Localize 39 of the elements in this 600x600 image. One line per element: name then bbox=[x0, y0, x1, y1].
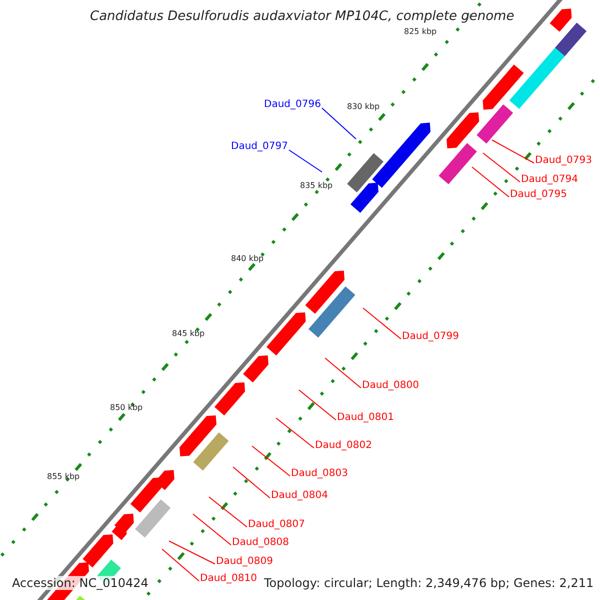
leader-line bbox=[232, 466, 270, 498]
leader-line bbox=[208, 496, 248, 528]
genome-info: Topology: circular; Length: 2,349,476 bp; Genes: 2,211 bbox=[262, 576, 596, 590]
tick-label: 845 kbp bbox=[172, 330, 205, 338]
leader-line bbox=[472, 166, 510, 198]
leader-line bbox=[276, 418, 314, 448]
tick-label: 830 kbp bbox=[347, 103, 380, 111]
tick-label: 840 kbp bbox=[231, 255, 264, 263]
leader-line bbox=[298, 390, 336, 420]
tick-label: 855 kbp bbox=[47, 473, 80, 481]
leader-line bbox=[324, 358, 362, 388]
tick-label: 850 kbp bbox=[110, 404, 143, 412]
leader-line bbox=[288, 150, 322, 172]
gene-label: Daud_0800 bbox=[362, 381, 419, 391]
gene-label: Daud_0793 bbox=[535, 156, 592, 166]
gene-label: Daud_0803 bbox=[291, 469, 348, 479]
leader-line bbox=[252, 446, 290, 476]
gene-label: Daud_0796 bbox=[264, 100, 321, 110]
gene-label: Daud_0799 bbox=[402, 332, 459, 342]
gene-label: Daud_0795 bbox=[510, 190, 567, 200]
tick-label: 825 kbp bbox=[404, 28, 437, 36]
gene-label: Daud_0794 bbox=[521, 175, 578, 185]
leader-line bbox=[492, 140, 534, 164]
leader-line bbox=[321, 108, 356, 140]
gene-label: Daud_0801 bbox=[337, 413, 394, 423]
accession-label: Accession: NC_010424 bbox=[10, 576, 150, 590]
gene-label: Daud_0797 bbox=[231, 142, 288, 152]
gene-label: Daud_0802 bbox=[315, 441, 372, 451]
gene-label: Daud_0807 bbox=[248, 520, 305, 530]
gene-label: Daud_0808 bbox=[232, 538, 289, 548]
leader-line bbox=[192, 514, 232, 546]
leader-line bbox=[482, 152, 520, 182]
gene-label: Daud_0810 bbox=[200, 574, 257, 584]
gene-label: Daud_0809 bbox=[216, 557, 273, 567]
leader-line bbox=[362, 308, 402, 340]
leader-line bbox=[162, 548, 200, 582]
leader-line bbox=[168, 540, 216, 564]
tick-label: 835 kbp bbox=[300, 182, 333, 190]
gene-label: Daud_0804 bbox=[271, 491, 328, 501]
